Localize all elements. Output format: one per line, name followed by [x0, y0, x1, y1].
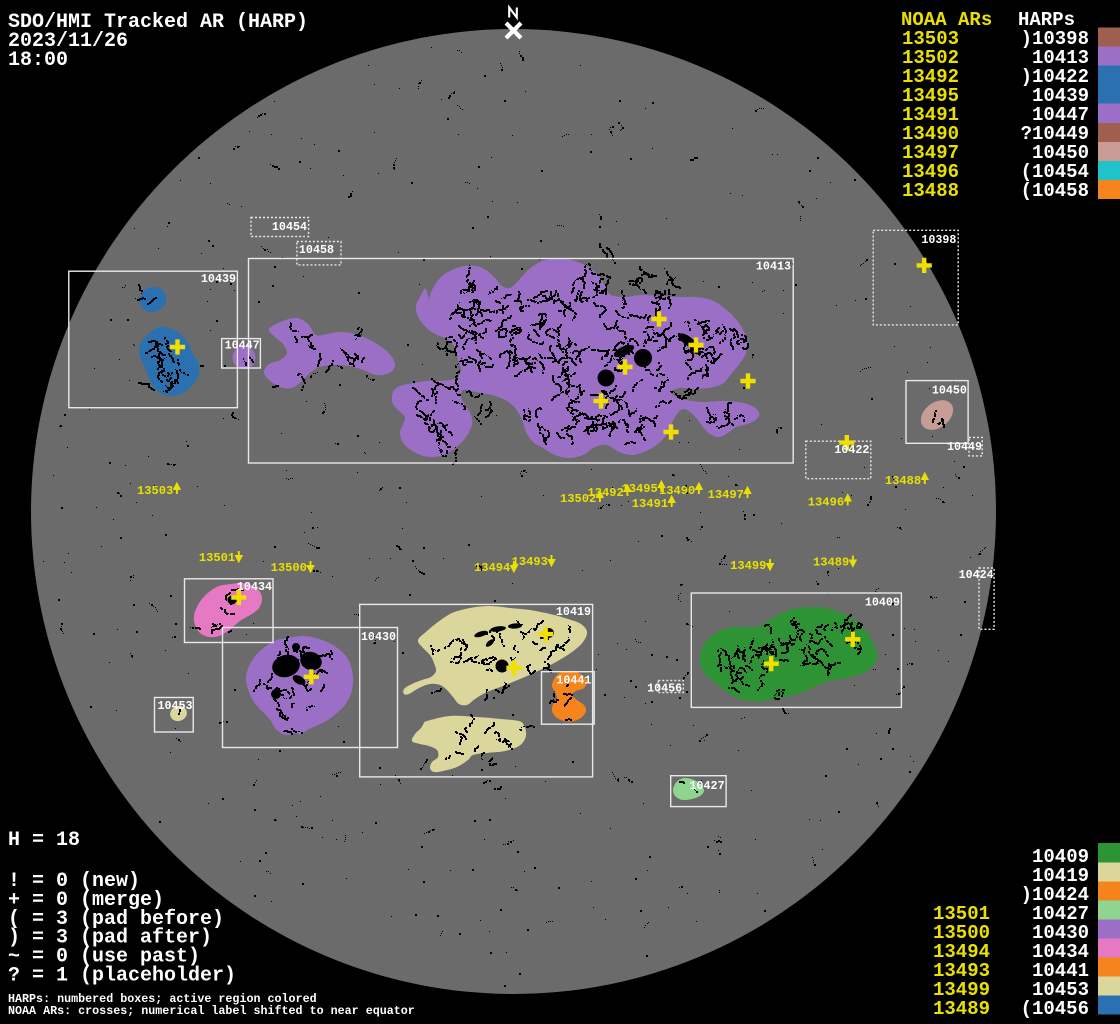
svg-text:(10454: (10454: [1021, 161, 1089, 183]
svg-text:H = 18: H = 18: [8, 829, 80, 852]
svg-text:10409: 10409: [865, 595, 900, 609]
svg-text:13503: 13503: [137, 484, 173, 498]
svg-text:13491: 13491: [632, 497, 668, 511]
svg-text:18:00: 18:00: [8, 49, 68, 72]
svg-text:10427: 10427: [690, 779, 725, 793]
svg-text:13493: 13493: [933, 960, 990, 982]
svg-text:13500: 13500: [271, 561, 307, 575]
svg-text:13492: 13492: [902, 66, 959, 88]
svg-text:13499: 13499: [730, 559, 766, 573]
svg-text:13494: 13494: [933, 941, 990, 963]
svg-text:13501: 13501: [199, 551, 235, 565]
svg-text:NOAA ARs: NOAA ARs: [901, 9, 992, 31]
svg-text:10409: 10409: [1032, 846, 1089, 868]
svg-text:13497: 13497: [902, 142, 959, 164]
svg-text:( = 3 (pad before): ( = 3 (pad before): [8, 908, 224, 931]
svg-text:10434: 10434: [1032, 941, 1089, 963]
svg-text:13500: 13500: [933, 922, 990, 944]
svg-text:10447: 10447: [1032, 104, 1089, 126]
svg-text:13493: 13493: [512, 555, 548, 569]
svg-text:13502: 13502: [902, 47, 959, 69]
svg-text:HARPs: numbered boxes; active: HARPs: numbered boxes; active region col…: [8, 992, 317, 1006]
svg-text:13503: 13503: [902, 28, 959, 50]
svg-text:10398: 10398: [921, 233, 956, 247]
svg-text:13496: 13496: [902, 161, 959, 183]
svg-text:13496: 13496: [808, 496, 844, 510]
svg-text:10450: 10450: [932, 383, 967, 397]
svg-text:10447: 10447: [225, 339, 260, 353]
svg-text:)10424: )10424: [1021, 884, 1089, 906]
svg-text:10413: 10413: [756, 260, 791, 274]
svg-text:)10422: )10422: [1021, 66, 1089, 88]
svg-text:13489: 13489: [813, 556, 849, 570]
svg-text:10454: 10454: [272, 220, 307, 234]
svg-text:13497: 13497: [708, 488, 744, 502]
svg-text:10439: 10439: [1032, 85, 1089, 107]
svg-text:10422: 10422: [834, 443, 869, 457]
svg-text:~ = 0 (use past): ~ = 0 (use past): [8, 946, 200, 969]
svg-text:10424: 10424: [959, 568, 994, 582]
svg-text:13489: 13489: [933, 998, 990, 1020]
svg-text:HARPs: HARPs: [1018, 9, 1075, 31]
svg-text:10453: 10453: [158, 699, 193, 713]
svg-text:13492: 13492: [588, 486, 624, 500]
svg-text:10430: 10430: [1032, 922, 1089, 944]
svg-text:13495: 13495: [622, 482, 658, 496]
svg-text:10434: 10434: [237, 580, 272, 594]
svg-text:+ = 0 (merge): + = 0 (merge): [8, 889, 164, 912]
svg-text:10458: 10458: [299, 243, 334, 257]
svg-text:13501: 13501: [933, 903, 990, 925]
svg-text:! = 0 (new): ! = 0 (new): [8, 870, 140, 893]
svg-text:2023/11/26: 2023/11/26: [8, 30, 128, 53]
svg-text:?10449: ?10449: [1021, 123, 1089, 145]
svg-text:10419: 10419: [1032, 865, 1089, 887]
svg-text:)10398: )10398: [1021, 28, 1089, 50]
svg-text:10439: 10439: [201, 272, 236, 286]
svg-text:10450: 10450: [1032, 142, 1089, 164]
svg-text:13488: 13488: [885, 474, 921, 488]
svg-text:10419: 10419: [556, 605, 591, 619]
svg-text:10430: 10430: [361, 630, 396, 644]
svg-text:13490: 13490: [659, 484, 695, 498]
svg-text:10453: 10453: [1032, 979, 1089, 1001]
svg-text:13499: 13499: [933, 979, 990, 1001]
svg-text:10441: 10441: [556, 674, 591, 688]
svg-text:13488: 13488: [902, 180, 959, 202]
svg-text:13494: 13494: [474, 561, 510, 575]
svg-text:10413: 10413: [1032, 47, 1089, 69]
svg-text:13495: 13495: [902, 85, 959, 107]
svg-text:(10458: (10458: [1021, 180, 1089, 202]
svg-text:10449: 10449: [947, 440, 982, 454]
svg-text:13502: 13502: [560, 492, 596, 506]
svg-text:) = 3 (pad after): ) = 3 (pad after): [8, 927, 212, 950]
svg-text:10456: 10456: [647, 682, 682, 696]
svg-text:13490: 13490: [902, 123, 959, 145]
svg-text:NOAA ARs: crosses; numerical l: NOAA ARs: crosses; numerical label shift…: [8, 1004, 415, 1018]
svg-text:13491: 13491: [902, 104, 959, 126]
svg-text:? = 1 (placeholder): ? = 1 (placeholder): [8, 965, 236, 988]
svg-text:10441: 10441: [1032, 960, 1089, 982]
svg-text:SDO/HMI Tracked AR (HARP): SDO/HMI Tracked AR (HARP): [8, 11, 308, 34]
svg-text:(10456: (10456: [1021, 998, 1089, 1020]
svg-text:10427: 10427: [1032, 903, 1089, 925]
